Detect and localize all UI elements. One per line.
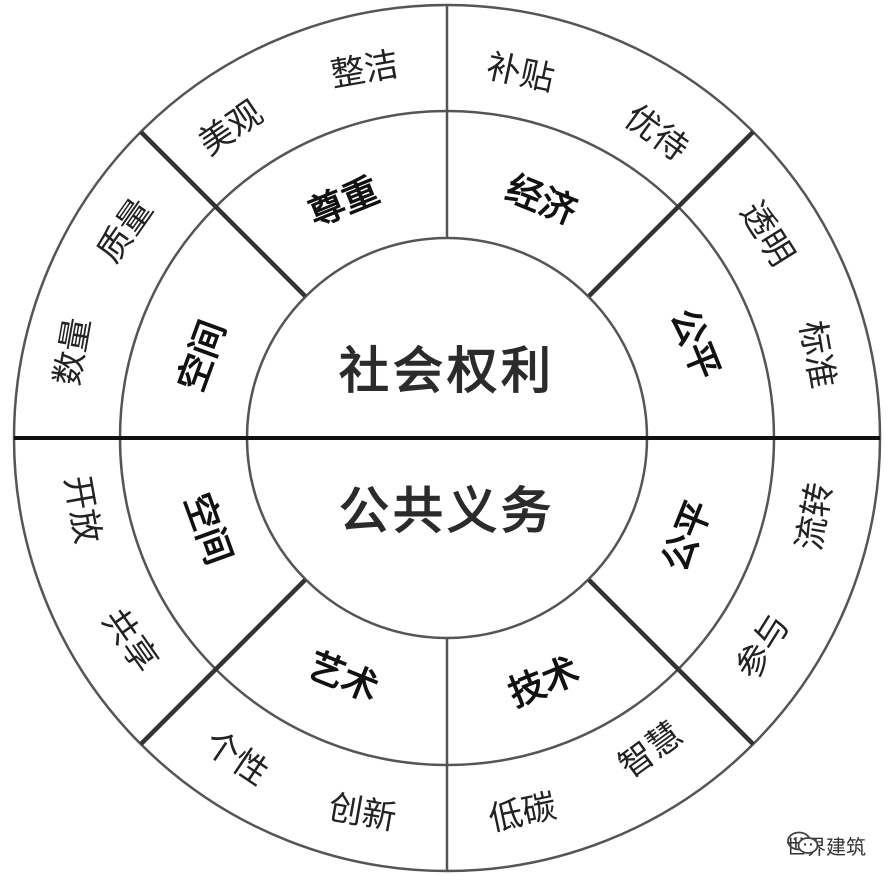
outer-label-open: 开放 xyxy=(56,473,107,547)
outer-label-quality: 质量 xyxy=(89,192,161,271)
divider-upper-right xyxy=(587,130,755,298)
inner-label-economy: 经济 xyxy=(500,167,583,233)
watermark: 世界建筑 xyxy=(786,831,866,860)
outer-label-preferential: 优待 xyxy=(617,97,696,169)
outer-label-standard: 标准 xyxy=(791,318,842,392)
upper-center-label: 社会权利 xyxy=(339,341,555,400)
divider-lower-right xyxy=(587,578,755,746)
outer-label-quantity: 数量 xyxy=(47,315,98,389)
outer-label-participate: 参与 xyxy=(728,608,798,687)
outer-label-transparent: 透明 xyxy=(732,195,802,274)
outer-label-individuality: 个性 xyxy=(197,723,276,794)
inner-label-technology: 技术 xyxy=(503,649,586,715)
outer-label-smart: 智慧 xyxy=(612,714,691,786)
inner-label-space-lower: 空间 xyxy=(176,488,240,570)
outer-label-beauty: 美观 xyxy=(192,93,271,164)
outer-label-subsidy: 补贴 xyxy=(483,46,558,99)
inner-label-space-upper: 空间 xyxy=(170,315,234,397)
inner-label-fairness-lower: 公平 xyxy=(654,495,720,578)
divider-upper-left xyxy=(139,130,307,298)
outer-label-share: 共享 xyxy=(94,602,166,681)
outer-label-tidy: 整洁 xyxy=(328,44,402,95)
inner-label-fairness-upper: 公平 xyxy=(662,303,728,386)
outer-label-low-carbon: 低碳 xyxy=(485,786,560,839)
lower-center-label: 公共义务 xyxy=(339,481,555,540)
inner-label-art: 艺术 xyxy=(302,644,385,710)
outer-label-innovation: 创新 xyxy=(325,787,399,838)
outer-label-flow: 流转 xyxy=(789,480,840,554)
inner-label-respect: 尊重 xyxy=(303,169,386,235)
divider-lower-left xyxy=(139,578,307,746)
wechat-icon xyxy=(787,831,819,854)
